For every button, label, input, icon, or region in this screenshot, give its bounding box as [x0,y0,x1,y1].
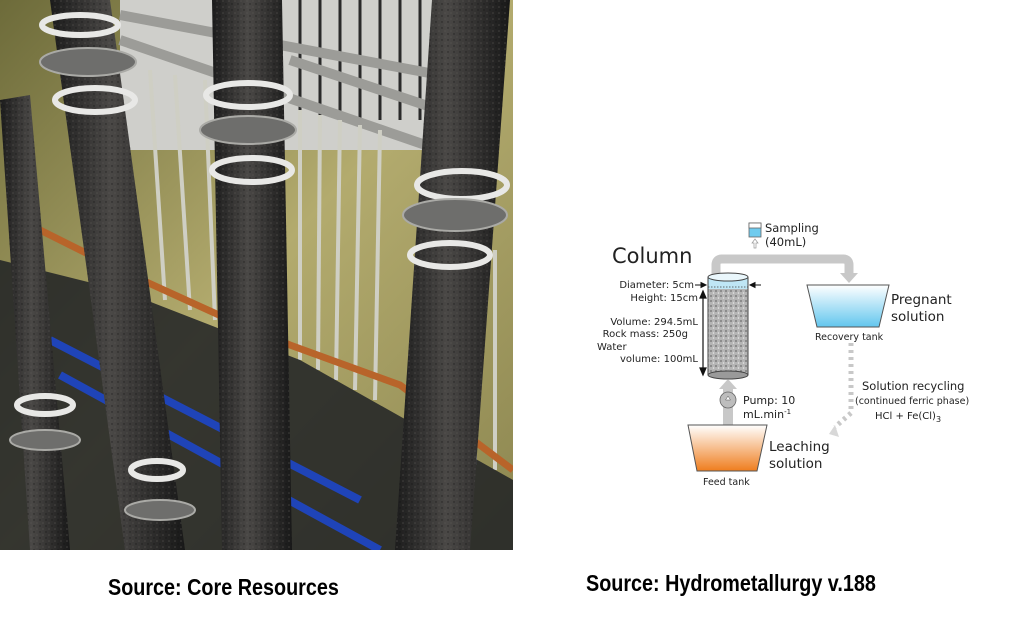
column-title: Column [612,244,692,268]
sampling-cup-icon [748,222,762,249]
recovery-tank [806,284,890,328]
outflow-pipe [711,254,854,288]
pump-rate-line1: Pump: 10 [743,394,795,407]
sampling-volume: (40mL) [765,235,806,249]
height-arrow [699,289,707,377]
pregnant-solution-line2: solution [891,309,944,325]
recycling-label-line2: (continued ferric phase) [855,396,969,407]
column-leaching-diagram: Column Sampling (40mL) Diameter: 5cm He [597,221,969,488]
outflow-arrow-head [840,273,858,283]
sampling-label: Sampling [765,221,819,235]
recycling-path [833,343,854,429]
left-source-caption: Source: Core Resources [108,574,339,600]
pregnant-solution-line1: Pregnant [891,292,952,308]
pipe-clamps [14,12,510,482]
spec-rock-mass: Rock mass: 250g [603,329,688,340]
leaching-solution-line1: Leaching [769,439,830,455]
recycling-arrow-head [829,425,839,437]
column-pipe-4 [395,0,510,550]
column-vessel [707,272,749,380]
column-pipe-2 [50,0,185,550]
spec-volume: Volume: 294.5mL [610,317,698,328]
inflow-arrow [719,379,737,431]
leaching-columns-photo [0,0,513,550]
spec-water-volume: volume: 100mL [620,354,698,365]
feed-tank [687,424,768,472]
spec-water: Water [597,342,627,353]
pipe-flanges [9,47,508,521]
leaching-solution-line2: solution [769,456,822,472]
column-specs: Diameter: 5cm Height: 15cm Volume: 294.5… [603,280,699,365]
feed-tank-label: Feed tank [703,477,750,488]
spec-height: Height: 15cm [630,293,698,304]
spec-diameter: Diameter: 5cm [619,280,694,291]
diameter-arrows [695,281,761,289]
recovery-tank-label: Recovery tank [815,332,884,343]
pump-icon [719,391,737,409]
recycling-label-line3: HCl + Fe(Cl)3 [875,411,941,424]
recycling-label-line1: Solution recycling [862,379,964,393]
right-source-caption: Source: Hydrometallurgy v.188 [586,570,876,596]
pump-rate-line2: mL.min-1 [743,408,791,421]
